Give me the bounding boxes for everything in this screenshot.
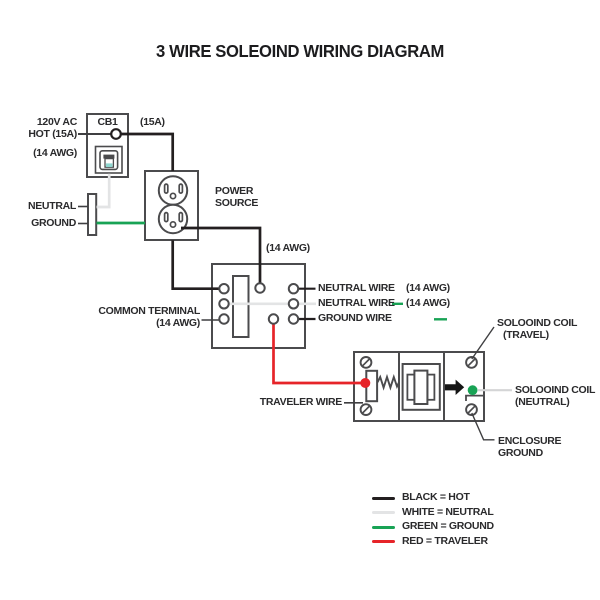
solenoid-travel-line2: (TRAVEL)	[503, 329, 549, 341]
legend-label-ground: GREEN = GROUND	[402, 520, 494, 533]
legend-label-hot: BLACK = HOT	[402, 491, 470, 504]
power-source-line1: POWER	[215, 185, 254, 197]
breaker-box	[86, 113, 129, 178]
legend-row-ground: GREEN = GROUND	[372, 520, 494, 533]
receptacle-face-top	[157, 175, 189, 206]
outlet-awg-label: (14 AWG)	[266, 242, 310, 254]
hot-supply-line2: HOT (15A)	[28, 128, 77, 140]
screw-icon	[359, 356, 373, 369]
common-terminal-line2: (14 AWG)	[156, 317, 200, 329]
travel-coil-leader	[471, 326, 495, 360]
traveler-wire-label: TRAVELER WIRE	[259, 396, 343, 408]
breaker-name-label: CB1	[97, 116, 118, 128]
wire-color-legend: BLACK = HOT WHITE = NEUTRAL GREEN = GROU…	[372, 491, 494, 547]
solenoid-unit	[353, 351, 485, 422]
ground-wire-label: GROUND WIRE	[318, 312, 392, 324]
ground-label: GROUND	[31, 217, 76, 229]
terminal-circle	[287, 313, 300, 325]
hot-supply-label: 120V AC HOT (15A)	[28, 116, 77, 140]
neutral-label: NEUTRAL	[27, 200, 76, 212]
terminal-circle	[218, 283, 230, 295]
diagram-title: 3 WIRE SOLEOIND WIRING DIAGRAM	[156, 41, 444, 61]
terminal-circle	[287, 298, 300, 310]
neutral-wire-mid-awg: (14 AWG)	[406, 297, 450, 309]
terminal-circle	[218, 298, 230, 310]
red-wire-swatch	[372, 540, 395, 543]
enclosure-ground-line2: GROUND	[498, 447, 543, 459]
neutral-wire-breaker-to-bar	[96, 173, 111, 209]
neutral-wire-mid-label: NEUTRAL WIRE	[318, 297, 395, 309]
plunger-icon	[401, 363, 441, 411]
power-source-outlet	[144, 170, 199, 241]
solenoid-travel-label: SOLOOIND COIL (TRAVEL)	[497, 317, 577, 341]
legend-label-traveler: RED = TRAVELER	[402, 534, 488, 547]
hot-wire-outlet-to-switch-top	[181, 226, 262, 288]
solenoid-neutral-line2: (NEUTRAL)	[515, 396, 570, 408]
black-wire-swatch	[372, 496, 395, 500]
hot-supply-line1: 120V AC	[36, 116, 77, 128]
breaker-terminal-circle	[110, 128, 122, 140]
spring-icon	[376, 373, 400, 391]
neutral-terminal-bracket	[465, 394, 484, 401]
power-source-label: POWER SOURCE	[215, 185, 258, 209]
common-terminal-label: COMMON TERMINAL (14 AWG)	[98, 305, 200, 329]
terminal-circle	[287, 283, 300, 295]
breaker-rating-label: (15A)	[140, 116, 165, 128]
common-terminal-line1: COMMON TERMINAL	[98, 305, 200, 317]
enclosure-ground-label: ENCLOSURE GROUND	[498, 435, 562, 459]
white-wire-swatch	[372, 511, 395, 514]
enclosure-ground-leader	[471, 412, 495, 441]
switch-terminals	[218, 282, 300, 325]
solenoid-neutral-label: SOLOOIND COIL (NEUTRAL)	[515, 384, 595, 408]
legend-label-neutral: WHITE = NEUTRAL	[402, 505, 494, 518]
switch-toggle	[232, 275, 250, 338]
neutral-wire-top-awg: (14 AWG)	[406, 282, 450, 294]
terminal-circle	[254, 282, 266, 294]
breaker-icon	[94, 145, 123, 174]
enclosure-ground-line1: ENCLOSURE	[498, 435, 562, 447]
breaker-awg-label: (14 AWG)	[33, 147, 77, 159]
screw-icon	[359, 403, 373, 416]
legend-row-neutral: WHITE = NEUTRAL	[372, 505, 494, 518]
green-wire-swatch	[372, 525, 395, 529]
neutral-ground-bar	[87, 193, 98, 236]
hot-wire-outlet-to-switch-left	[171, 240, 220, 291]
traveler-wire-red	[272, 323, 361, 385]
solenoid-travel-line1: SOLOOIND COIL	[497, 317, 578, 329]
power-source-line2: SOURCE	[215, 197, 259, 209]
legend-row-hot: BLACK = HOT	[372, 491, 494, 504]
terminal-circle	[267, 313, 280, 325]
traveler-connection-dot	[360, 378, 371, 388]
arrow-right-icon	[445, 379, 465, 396]
neutral-connection-dot	[467, 385, 478, 396]
hot-wire-breaker-to-outlet	[120, 132, 175, 171]
legend-row-traveler: RED = TRAVELER	[372, 534, 494, 547]
terminal-circle	[218, 313, 230, 325]
neutral-wire-top-label: NEUTRAL WIRE	[318, 282, 395, 294]
solenoid-neutral-line1: SOLOOIND COIL	[515, 384, 596, 396]
